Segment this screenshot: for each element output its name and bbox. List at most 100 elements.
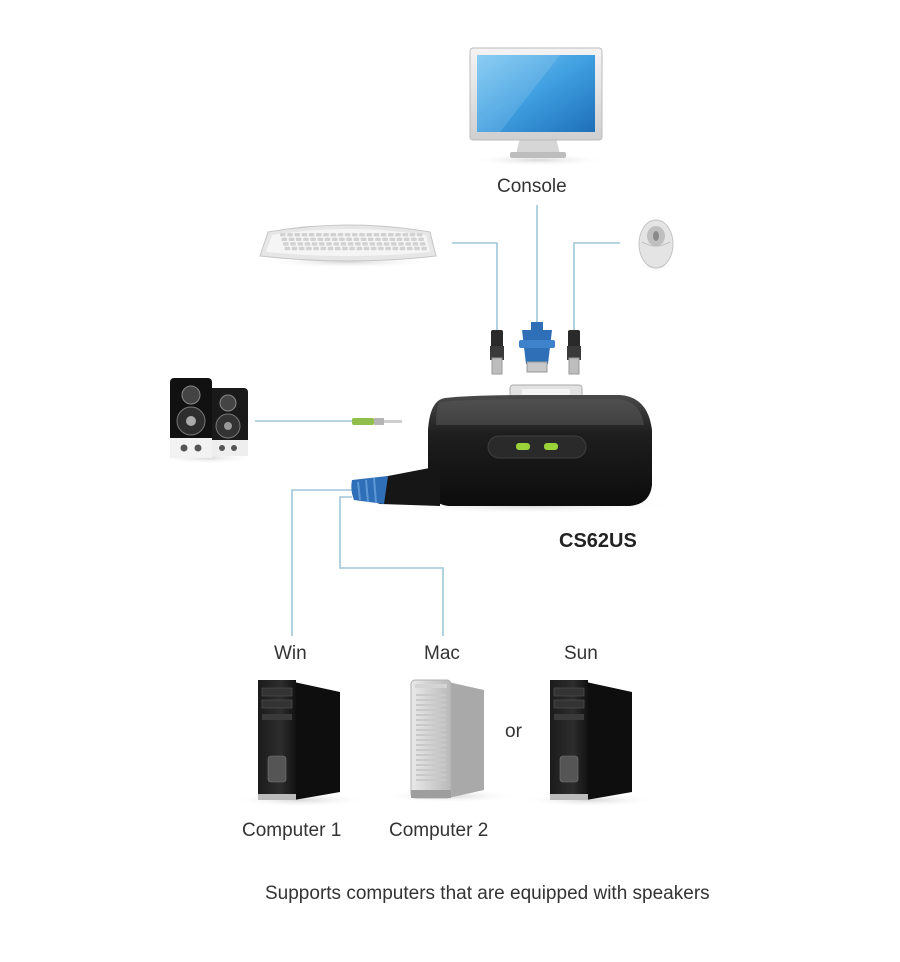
keyboard-key — [344, 233, 351, 237]
mac-grille-line — [416, 759, 446, 761]
computer2-label: Computer 2 — [389, 820, 489, 841]
keyboard-key — [421, 246, 427, 251]
keyboard-key — [288, 237, 295, 241]
keyboard-key — [419, 242, 426, 246]
mac-grille-line — [416, 714, 446, 716]
keyboard-key — [298, 246, 305, 251]
keyboard-key — [385, 246, 391, 251]
keyboard-key — [330, 233, 336, 237]
keyboard-key — [355, 242, 361, 246]
keyboard-key — [281, 237, 288, 241]
mac-grille-line — [416, 779, 446, 781]
mac-grille-line — [416, 694, 446, 696]
keyboard-key — [366, 233, 372, 237]
keyboard-key — [418, 237, 424, 241]
keyboard-key — [353, 237, 360, 241]
usb-connector-keyboard — [490, 330, 504, 375]
mac-label: Mac — [424, 643, 460, 664]
keyboard-key — [306, 246, 312, 251]
keyboard-key — [380, 233, 387, 237]
mouse-cable — [573, 242, 620, 330]
keyboard-key — [334, 246, 341, 251]
keyboard-key — [395, 233, 401, 237]
keyboard-key — [339, 237, 345, 241]
mac-grille-line — [416, 704, 446, 706]
keyboard-key — [388, 233, 394, 237]
keyboard-key — [391, 242, 397, 246]
keyboard-key — [290, 242, 296, 246]
mac-pro-icon — [382, 679, 518, 803]
keyboard-icon — [258, 224, 438, 268]
keyboard-key — [389, 237, 396, 241]
keyboard-key — [363, 246, 370, 251]
keyboard-key — [301, 233, 308, 237]
keyboard-key — [342, 246, 348, 251]
keyboard-key — [352, 233, 358, 237]
keyboard-key — [327, 246, 334, 251]
mac-grille-line — [416, 729, 446, 731]
mouse-icon — [638, 219, 674, 270]
keyboard-key — [297, 242, 303, 246]
keyboard-cable — [452, 242, 498, 330]
keyboard-key — [370, 246, 377, 251]
caption: Supports computers that are equipped wit… — [265, 883, 710, 904]
mac-grille-line — [416, 699, 446, 701]
monitor-icon — [468, 47, 608, 166]
speakers-icon — [159, 378, 255, 464]
keyboard-key — [356, 246, 363, 251]
win-label: Win — [274, 643, 307, 664]
keyboard-key — [399, 246, 406, 251]
usb-connector-mouse — [567, 330, 581, 375]
model-label: CS62US — [559, 530, 637, 552]
keyboard-key — [369, 242, 375, 246]
keyboard-key — [324, 237, 331, 241]
keyboard-key — [295, 237, 302, 241]
keyboard-key — [375, 237, 381, 241]
keyboard-key — [362, 242, 368, 246]
keyboard-key — [323, 233, 329, 237]
keyboard-key — [359, 233, 365, 237]
cables — [255, 205, 620, 636]
keyboard-key — [304, 242, 311, 246]
audio-jack — [352, 418, 402, 425]
or-label: or — [505, 721, 522, 742]
mac-grille-line — [416, 709, 446, 711]
keyboard-key — [406, 246, 413, 251]
keyboard-key — [280, 233, 286, 237]
keyboard-key — [378, 246, 384, 251]
keyboard-key — [347, 242, 354, 246]
computer2-cable — [339, 496, 444, 636]
keyboard-key — [402, 233, 408, 237]
sun-label: Sun — [564, 643, 598, 664]
mac-grille-line — [416, 734, 446, 736]
keyboard-key — [294, 233, 300, 237]
keyboard-key — [319, 242, 325, 246]
keyboard-key — [405, 242, 411, 246]
keyboard-key — [373, 233, 380, 237]
keyboard-key — [308, 233, 315, 237]
mac-grille-line — [416, 764, 446, 766]
keyboard-key — [392, 246, 399, 251]
keyboard-key — [398, 242, 404, 246]
keyboard-key — [396, 237, 403, 241]
keyboard-key — [316, 233, 322, 237]
keyboard-key — [337, 233, 344, 237]
mac-grille-line — [416, 754, 446, 756]
keyboard-key — [416, 233, 423, 237]
keyboard-key — [382, 237, 388, 241]
keyboard-key — [303, 237, 309, 241]
computer1-cable — [291, 489, 352, 636]
keyboard-key — [326, 242, 332, 246]
mac-grille-line — [416, 744, 446, 746]
keyboard-key — [367, 237, 374, 241]
keyboard-key — [411, 237, 417, 241]
keyboard-key — [349, 246, 355, 251]
keyboard-key — [310, 237, 316, 241]
kvm-switch-icon — [351, 384, 680, 514]
mac-grille-line — [416, 749, 446, 751]
keyboard-key — [287, 233, 293, 237]
keyboard-key — [346, 237, 352, 241]
mac-grille-line — [416, 774, 446, 776]
keyboard-key — [331, 237, 338, 241]
